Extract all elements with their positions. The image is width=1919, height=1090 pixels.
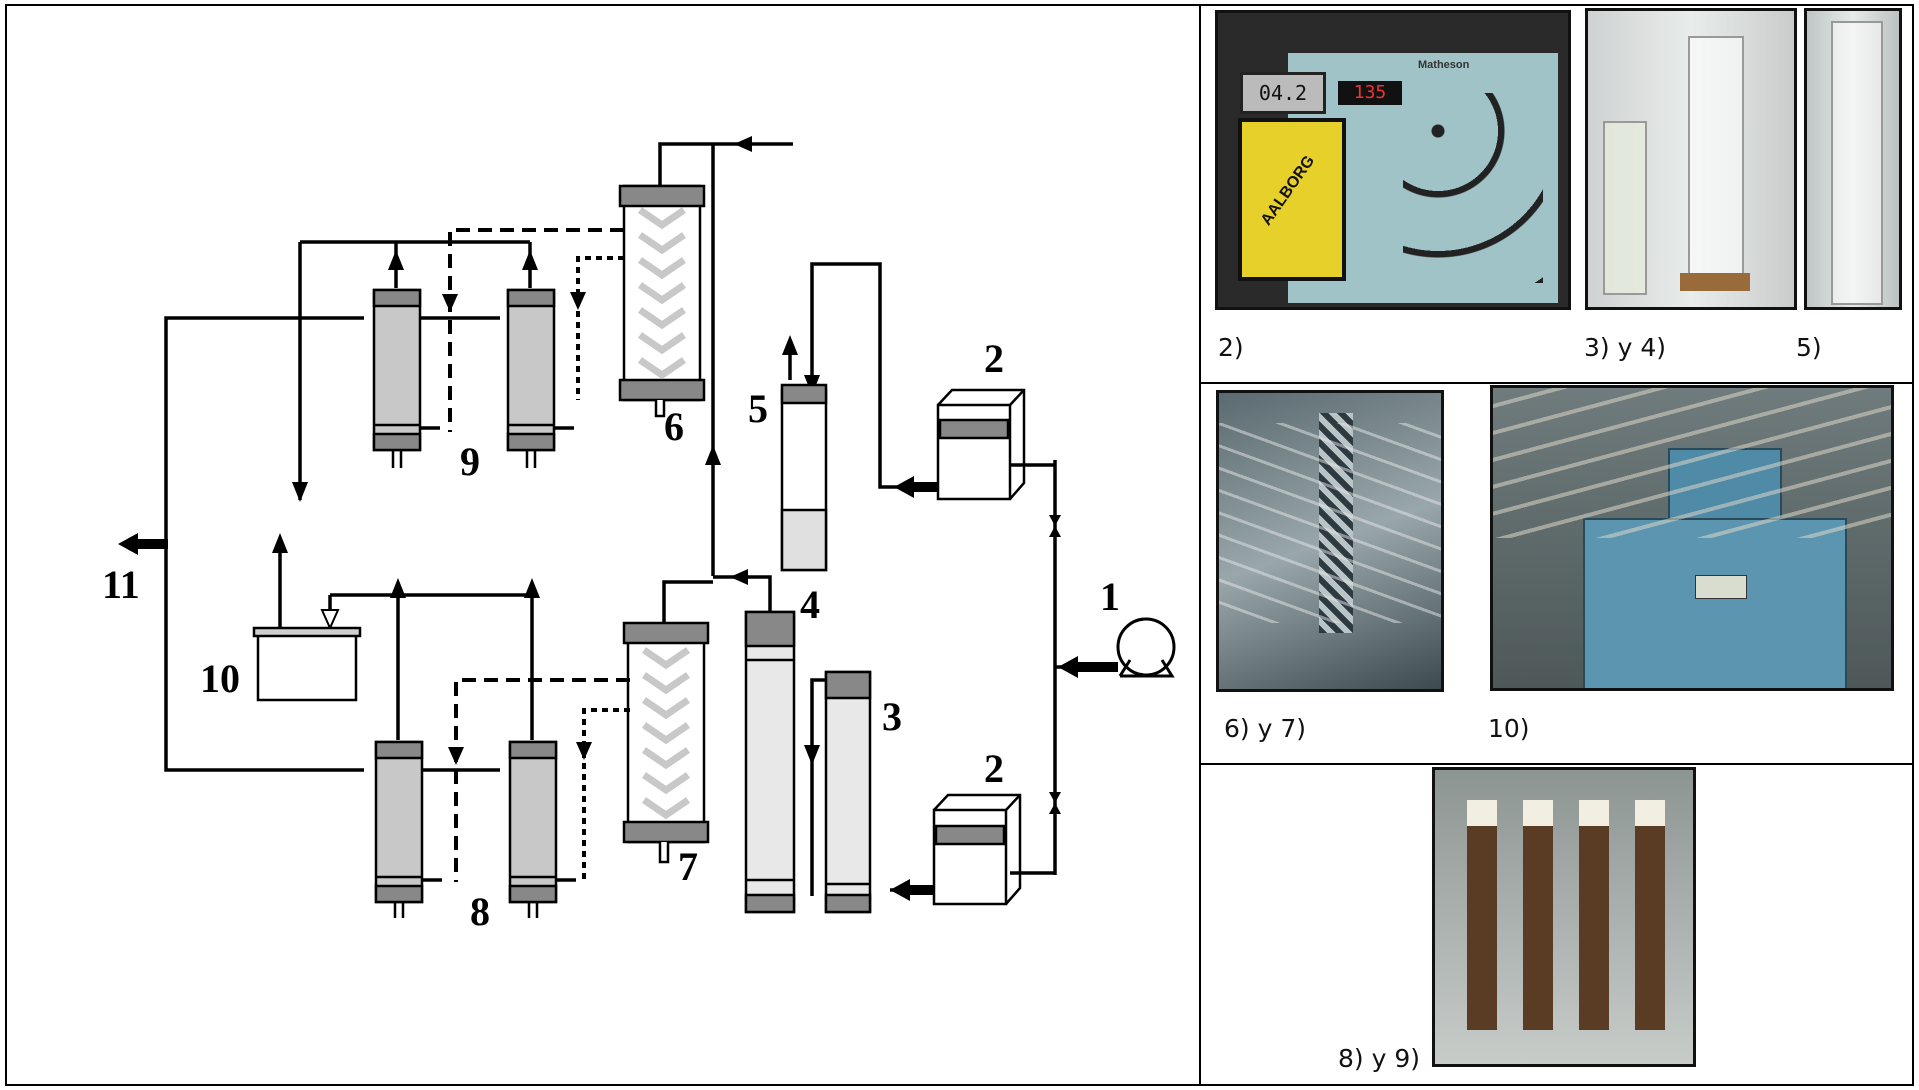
caption-photo-3-4: 3) y 4) [1584, 333, 1666, 362]
dotted-circulation-lines [578, 258, 630, 880]
aalborg-label: AALBORG [1258, 153, 1319, 230]
thermostat-display [1695, 575, 1747, 599]
label-9: 9 [460, 439, 480, 484]
photo-columns-8-9 [1432, 767, 1696, 1067]
photo-columns-3-4 [1585, 8, 1797, 310]
flask [1603, 121, 1647, 295]
outer-loop [166, 318, 364, 770]
glass-column [1688, 36, 1744, 290]
label-6: 6 [664, 404, 684, 449]
column-caps [1455, 800, 1679, 826]
hoses [1493, 388, 1894, 538]
pump-icon [1118, 619, 1174, 676]
column-6 [620, 186, 704, 416]
label-5: 5 [748, 386, 768, 431]
label-7: 7 [678, 844, 698, 889]
label-2-bottom: 2 [984, 746, 1004, 791]
panel-brand: Matheson [1418, 59, 1469, 71]
knobs [1403, 93, 1543, 283]
photo-column-5 [1804, 8, 1902, 310]
photo-mass-flow-controllers: Matheson 135 04.2 AALBORG [1215, 10, 1571, 310]
column-9b [508, 290, 554, 468]
caption-photo-6-7: 6) y 7) [1224, 714, 1306, 743]
mass-flow-controller-bottom [934, 795, 1020, 904]
column7-top-link [664, 582, 713, 628]
photo-tank-10 [1490, 385, 1894, 691]
column-9a [374, 290, 420, 468]
valve-top [1049, 515, 1061, 526]
label-10: 10 [200, 656, 240, 701]
caption-photo-5: 5) [1796, 333, 1822, 362]
adsorption-columns [1455, 810, 1679, 1030]
caption-photo-10: 10) [1488, 714, 1530, 743]
thermostat-body [1583, 518, 1847, 691]
column4-link [713, 577, 770, 612]
column-4 [746, 612, 794, 912]
top-return-line [660, 144, 793, 190]
caption-photo-8-9: 8) y 9) [1338, 1044, 1420, 1073]
column-7 [624, 623, 708, 862]
label-8: 8 [470, 889, 490, 934]
tubes [1219, 423, 1444, 623]
column-5 [782, 385, 826, 570]
label-11: 11 [102, 562, 140, 607]
tank-10 [254, 628, 360, 700]
meter-readout: 04.2 [1240, 72, 1326, 114]
label-4: 4 [800, 582, 820, 627]
aalborg-meter: 04.2 AALBORG [1238, 118, 1346, 281]
mfc-to-column5 [812, 264, 940, 487]
column-8b [510, 742, 556, 918]
column-8a [376, 742, 422, 918]
caption-photo-2: 2) [1218, 333, 1244, 362]
glass-tube [1831, 21, 1883, 305]
mass-flow-controller-top [938, 390, 1024, 499]
flow-arrows [118, 136, 1118, 901]
label-3: 3 [882, 694, 902, 739]
label-2-top: 2 [984, 336, 1004, 381]
label-1: 1 [1100, 574, 1120, 619]
panel-display: 135 [1338, 81, 1402, 105]
valve-bottom [1049, 792, 1061, 803]
column-base [1680, 273, 1750, 291]
photo-columns-6-7 [1216, 390, 1444, 692]
column-3 [826, 672, 870, 912]
